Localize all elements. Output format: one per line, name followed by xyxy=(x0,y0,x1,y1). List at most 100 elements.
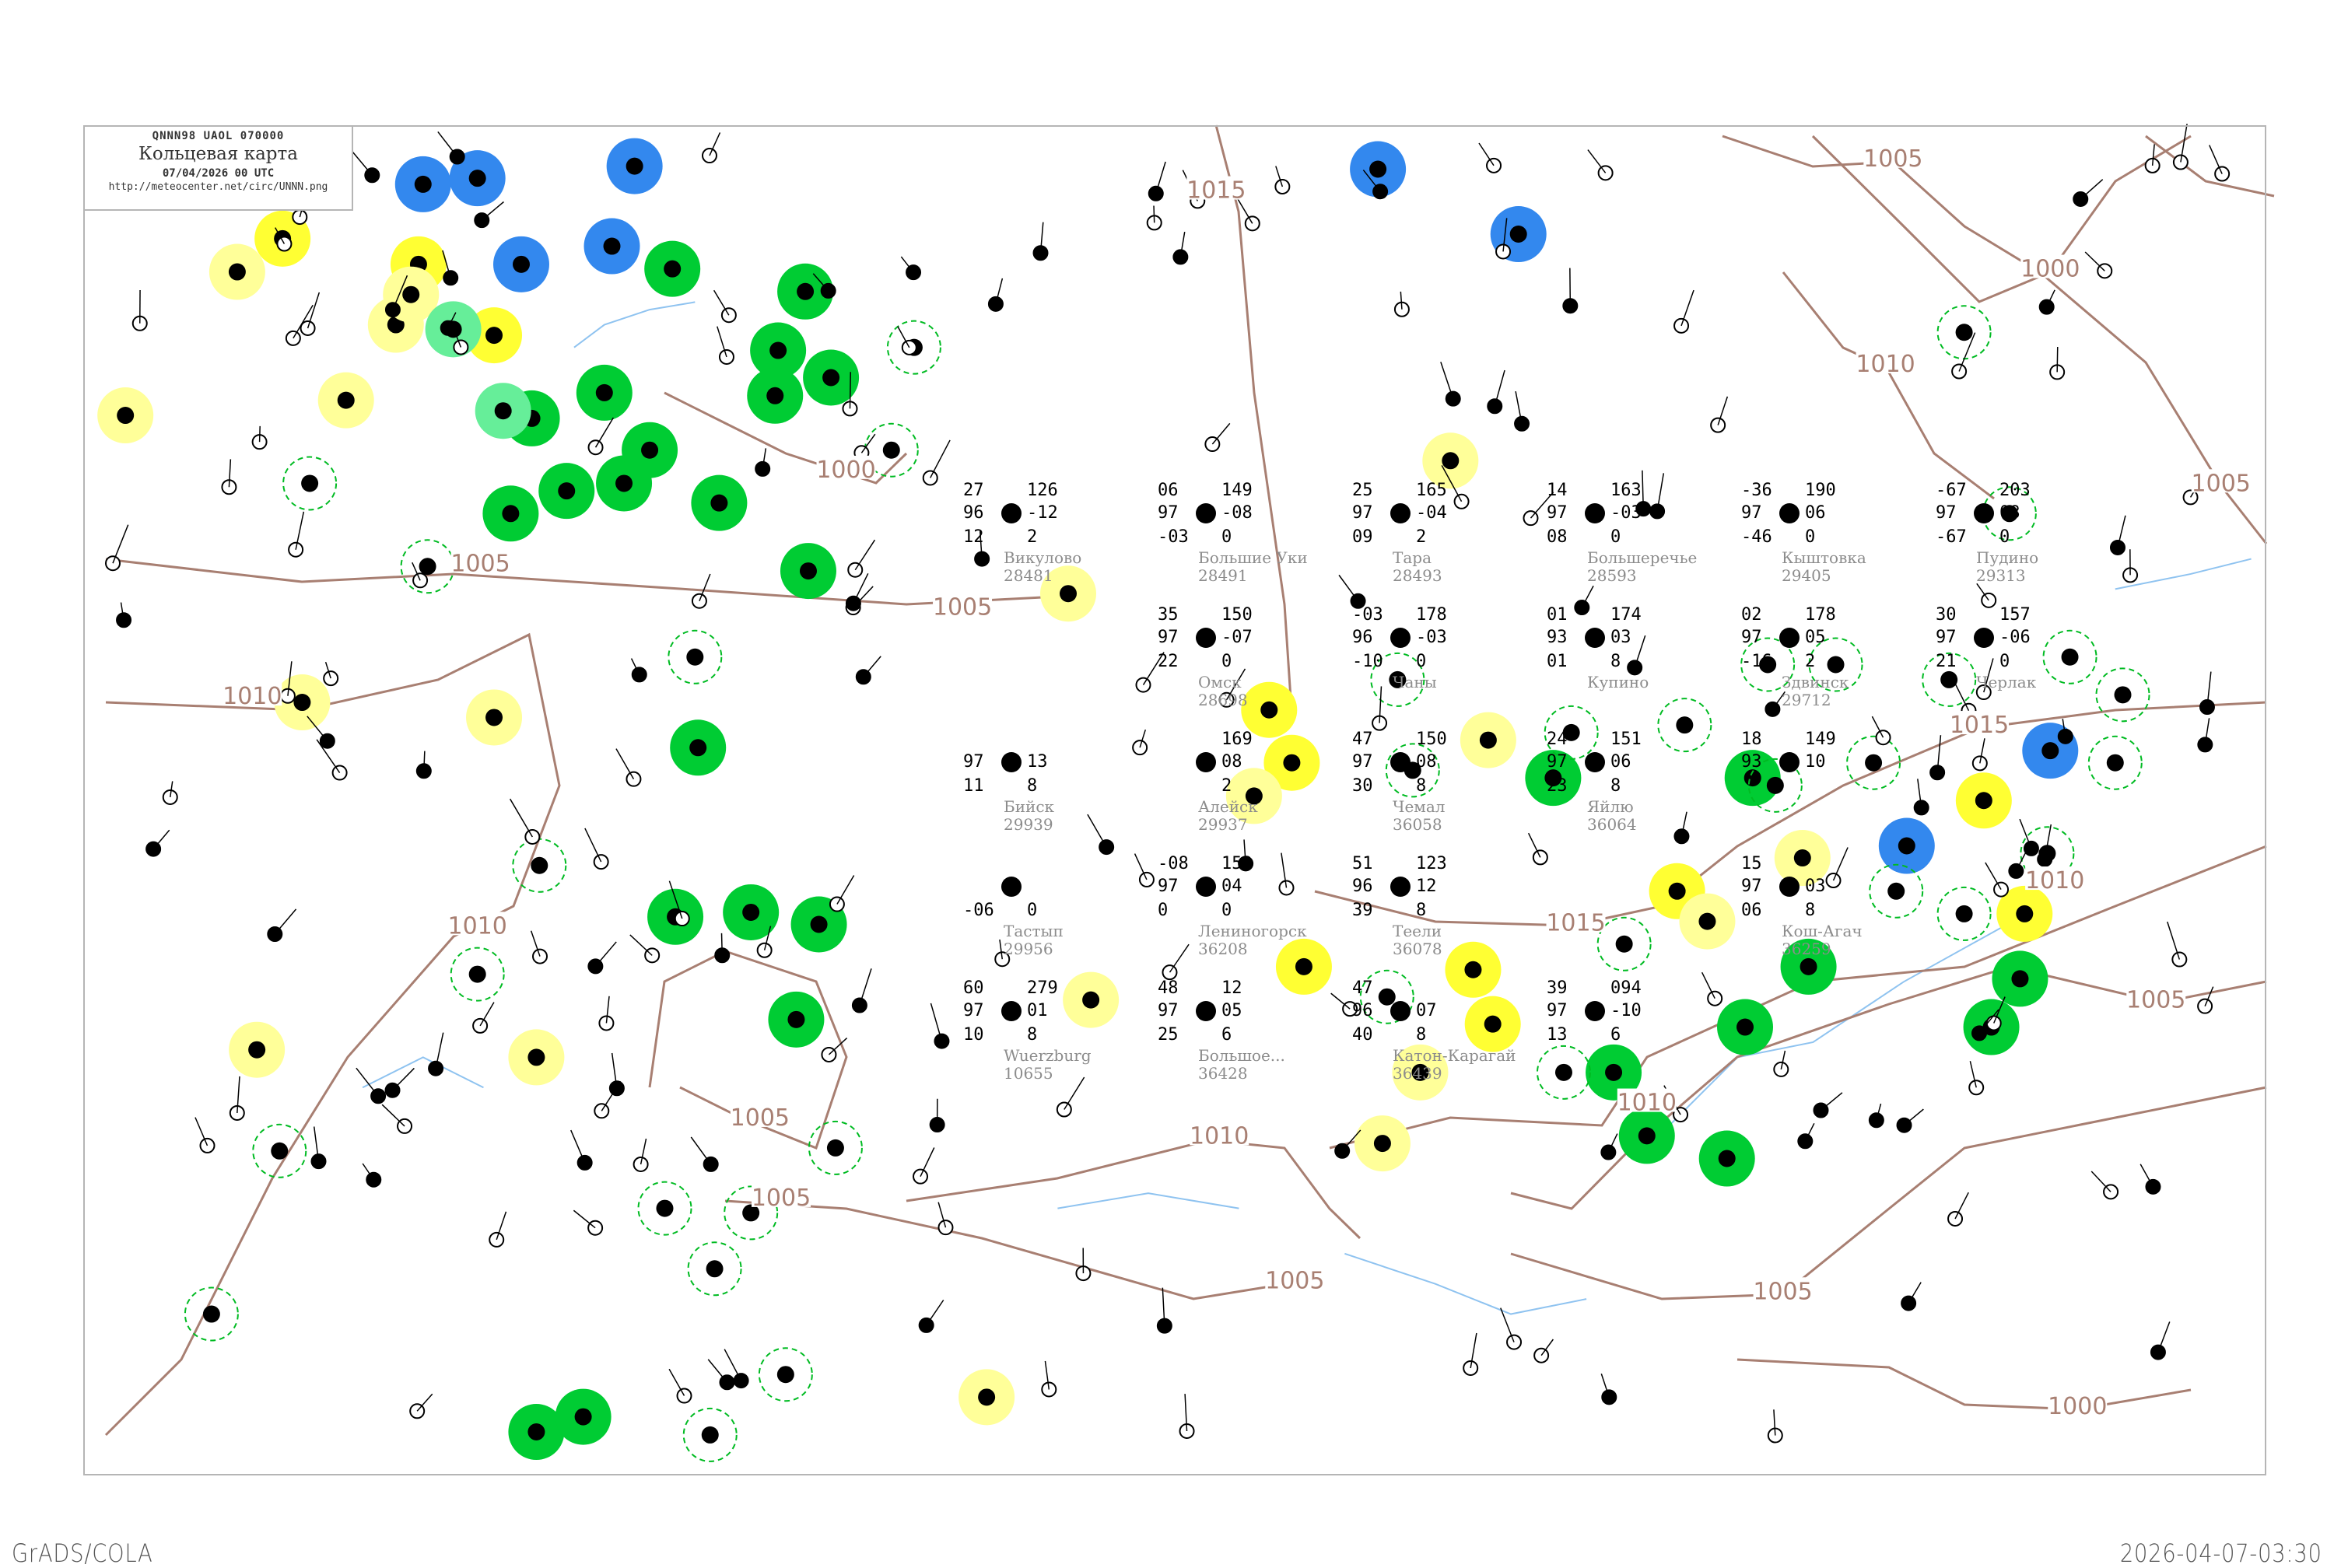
air-temperature: 18 xyxy=(1741,731,1762,748)
air-temperature: 51 xyxy=(1352,856,1373,873)
dew-point: -06 xyxy=(963,902,994,919)
low-cloud: 8 xyxy=(1610,653,1621,670)
station-name: Купино xyxy=(1587,674,1649,690)
air-temperature: 15 xyxy=(1741,856,1762,873)
low-cloud: 8 xyxy=(1416,778,1426,795)
station-name: Большое... xyxy=(1198,1048,1285,1063)
pressure-tendency: -10 xyxy=(1610,1003,1642,1020)
visibility: 97 xyxy=(1741,505,1762,522)
pressure: 152 xyxy=(1221,856,1253,873)
visibility: 97 xyxy=(1547,1003,1568,1020)
pressure: 169 xyxy=(1221,731,1253,748)
low-cloud: 0 xyxy=(1805,529,1815,546)
low-cloud: 6 xyxy=(1221,1027,1232,1044)
pressure: 149 xyxy=(1805,731,1836,748)
low-cloud: 2 xyxy=(1027,529,1037,546)
pressure: 203 xyxy=(1999,482,2031,499)
visibility: 97 xyxy=(1158,1003,1179,1020)
station-dot xyxy=(1585,503,1605,523)
low-cloud: 8 xyxy=(1416,1027,1426,1044)
pressure-tendency: 06 xyxy=(1805,505,1826,522)
visibility: 97 xyxy=(1741,878,1762,895)
station-dot xyxy=(1779,877,1800,897)
pressure-tendency: 07 xyxy=(1416,1003,1437,1020)
pressure: 149 xyxy=(1221,482,1253,499)
pressure-tendency: -04 xyxy=(1416,505,1447,522)
visibility: 97 xyxy=(1547,505,1568,522)
pressure: 126 xyxy=(1027,482,1058,499)
low-cloud: 0 xyxy=(1416,653,1426,670)
station-index: 29405 xyxy=(1782,568,1831,583)
station-name: Кош-Агач xyxy=(1782,923,1863,939)
low-cloud: 2 xyxy=(1221,778,1232,795)
dew-point: 10 xyxy=(963,1027,984,1044)
station-index: 29939 xyxy=(1004,817,1053,832)
station-dot xyxy=(1779,752,1800,772)
dew-point: 25 xyxy=(1158,1027,1179,1044)
pressure-tendency: 13 xyxy=(1027,754,1048,771)
pressure-tendency: 08 xyxy=(1416,754,1437,771)
visibility: 97 xyxy=(1158,878,1179,895)
dew-point: 39 xyxy=(1352,902,1373,919)
station-name: Катон-Карагай xyxy=(1393,1048,1516,1063)
air-temperature: 47 xyxy=(1352,980,1373,997)
station-name: Тара xyxy=(1393,550,1432,565)
dew-point: 11 xyxy=(963,778,984,795)
pressure: 123 xyxy=(1416,856,1447,873)
air-temperature: 24 xyxy=(1547,731,1568,748)
station-name: Чемал xyxy=(1393,799,1445,814)
air-temperature: -03 xyxy=(1352,607,1383,624)
station-name: Черлак xyxy=(1976,674,2036,690)
pressure: 178 xyxy=(1805,607,1836,624)
air-temperature: 06 xyxy=(1158,482,1179,499)
low-cloud: 0 xyxy=(1221,529,1232,546)
station-dot xyxy=(1585,1001,1605,1021)
station-name: Большие Уки xyxy=(1198,550,1308,565)
pressure-tendency: -03 xyxy=(1610,505,1642,522)
visibility: 97 xyxy=(1547,754,1568,771)
dew-point: -10 xyxy=(1352,653,1383,670)
station-dot xyxy=(1196,503,1216,523)
station-index: 36208 xyxy=(1198,941,1248,957)
pressure: 094 xyxy=(1610,980,1642,997)
pressure-tendency: 06 xyxy=(1610,754,1631,771)
pressure-tendency: 12 xyxy=(1416,878,1437,895)
pressure: 279 xyxy=(1027,980,1058,997)
station-name: Здвинск xyxy=(1782,674,1849,690)
station-name: Яйлю xyxy=(1587,799,1634,814)
low-cloud: 0 xyxy=(1999,653,2010,670)
visibility: 97 xyxy=(963,754,984,771)
station-name: Пудино xyxy=(1976,550,2038,565)
station-name: Wuerzburg xyxy=(1004,1048,1092,1063)
station-index: 28491 xyxy=(1198,568,1248,583)
low-cloud: 0 xyxy=(1221,902,1232,919)
low-cloud: 8 xyxy=(1027,1027,1037,1044)
station-name: Большеречье xyxy=(1587,550,1697,565)
dew-point: 12 xyxy=(963,529,984,546)
visibility: 96 xyxy=(1352,878,1373,895)
air-temperature: 48 xyxy=(1158,980,1179,997)
pressure-tendency: -07 xyxy=(1221,629,1253,646)
station-name: Чаны xyxy=(1393,674,1437,690)
station-dot xyxy=(1001,752,1022,772)
visibility: 96 xyxy=(1352,1003,1373,1020)
visibility: 96 xyxy=(963,505,984,522)
pressure-tendency: 08 xyxy=(1999,505,2020,522)
pressure-tendency: 05 xyxy=(1221,1003,1242,1020)
station-name: Кыштовка xyxy=(1782,550,1866,565)
bulletin-code: QNNN98 UAOL 070000 xyxy=(85,130,352,142)
dew-point: 23 xyxy=(1547,778,1568,795)
air-temperature: 25 xyxy=(1352,482,1373,499)
low-cloud: 6 xyxy=(1610,1027,1621,1044)
dew-point: 0 xyxy=(1158,902,1168,919)
station-index: 36058 xyxy=(1393,817,1442,832)
station-index: 29937 xyxy=(1198,817,1248,832)
pressure-tendency: 03 xyxy=(1805,878,1826,895)
station-dot xyxy=(1390,877,1411,897)
air-temperature: 35 xyxy=(1158,607,1179,624)
station-dot xyxy=(1001,1001,1022,1021)
air-temperature: 30 xyxy=(1936,607,1957,624)
station-dot xyxy=(1974,628,1994,648)
air-temperature: 60 xyxy=(963,980,984,997)
station-name: Викулово xyxy=(1004,550,1081,565)
